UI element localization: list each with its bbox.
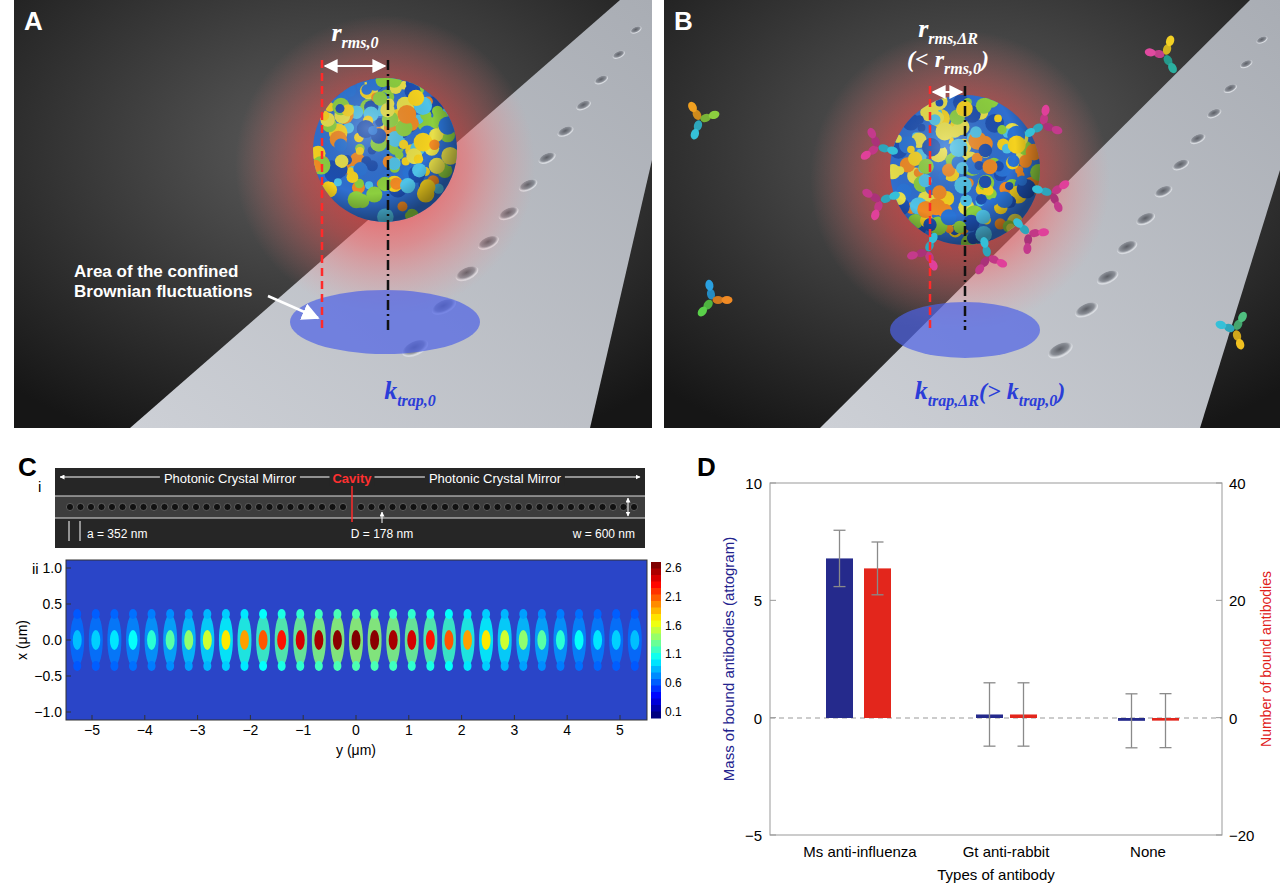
sem-image — [55, 468, 645, 548]
sem-image-panel: Photonic Crystal Mirror Cavity Photonic Cr… — [55, 468, 645, 548]
panel-letter: D — [697, 452, 716, 483]
field-map — [66, 560, 661, 720]
colorbar-label: 2.6 — [665, 561, 682, 575]
tick-label: −5 — [745, 826, 762, 843]
axis-title: Number of bound antibodies — [1258, 571, 1274, 747]
tick-label: 0 — [754, 709, 762, 726]
region-label: Photonic Crystal Mirror — [425, 471, 565, 486]
category-label: None — [1130, 843, 1166, 860]
text-line: A — [24, 6, 43, 37]
tick-label: 40 — [1229, 475, 1246, 492]
axis-title: x (μm) — [14, 620, 30, 660]
text-line: w = 600 nm — [573, 524, 635, 542]
panel-a-illustration — [14, 0, 652, 428]
tick-label: −2 — [242, 722, 258, 738]
colorbar-label: 0.1 — [665, 705, 682, 719]
tick-label: 4 — [563, 722, 571, 738]
dimension-label: w = 600 nm — [573, 527, 635, 541]
panel-letter: A — [24, 6, 43, 36]
sub-panel-label: i — [38, 478, 41, 495]
text-line: rrms,ΔR — [918, 14, 978, 48]
tick-label: −3 — [190, 722, 206, 738]
tick-label: 20 — [1229, 592, 1246, 609]
category-label: Gt anti-rabbit — [963, 843, 1050, 860]
tick-label: 5 — [754, 592, 762, 609]
axis-title: Mass of bound antibodies (attogram) — [720, 537, 737, 781]
tick-label: −1.0 — [34, 704, 62, 720]
category-label: Ms anti-influenza — [803, 843, 916, 860]
subscript: trap,ΔR — [928, 392, 979, 409]
tick-label: 10 — [745, 475, 762, 492]
panel-a: Arrms,0Area of the confined Brownian flu… — [14, 0, 652, 428]
text-line: ktrap,0 — [384, 376, 436, 410]
subscript: trap,0 — [1019, 392, 1058, 409]
text-line: Cavity — [329, 469, 374, 487]
symbol-label: (< r — [907, 46, 944, 72]
annotation: Area of the confined Brownian fluctuatio… — [74, 262, 253, 301]
text-line: D = 178 nm — [351, 524, 413, 542]
colorbar-label: 0.6 — [665, 676, 682, 690]
panel-b-illustration — [664, 0, 1280, 428]
subscript: trap,0 — [397, 392, 436, 409]
region-label: Photonic Crystal Mirror — [160, 471, 300, 486]
axis-title: Types of antibody — [937, 866, 1055, 883]
dimension-label: D = 178 nm — [351, 527, 413, 541]
tick-label: 3 — [510, 722, 518, 738]
symbol-label: ) — [1057, 378, 1065, 404]
symbol-label: k — [384, 376, 397, 405]
tick-label: 1 — [405, 722, 413, 738]
colorbar-label: 1.1 — [665, 647, 682, 661]
symbol-label: (> k — [979, 378, 1019, 404]
symbol-label: r — [331, 18, 341, 47]
tick-label: −4 — [137, 722, 153, 738]
tick-label: −20 — [1229, 826, 1254, 843]
tick-label: 0.0 — [43, 632, 62, 648]
bar-chart — [770, 483, 1222, 835]
text-line: Area of the confined Brownian fluctuatio… — [74, 262, 289, 302]
text-line: Photonic Crystal Mirror — [425, 469, 565, 487]
tick-label: −5 — [84, 722, 100, 738]
panel-letter: B — [674, 6, 693, 36]
text-line: a = 352 nm — [87, 524, 147, 542]
tick-label: 5 — [616, 722, 624, 738]
text-line: (< rrms,0) — [907, 46, 989, 78]
tick-label: 0 — [1229, 709, 1237, 726]
text-line: rrms,0 — [331, 18, 378, 52]
tick-label: −1 — [295, 722, 311, 738]
sub-panel-label: ii — [32, 560, 39, 577]
colorbar-label: 1.6 — [665, 619, 682, 633]
tick-label: 0 — [352, 722, 360, 738]
colorbar-label: 2.1 — [665, 590, 682, 604]
symbol-label: ) — [981, 46, 989, 72]
subscript: rms,0 — [342, 34, 379, 51]
tick-label: −0.5 — [34, 668, 62, 684]
panel-letter: C — [18, 452, 37, 483]
tick-label: 1.0 — [43, 560, 62, 576]
panel-b: Brrms,ΔR(< rrms,0)ktrap,ΔR(> ktrap,0) — [664, 0, 1280, 428]
subscript: rms,0 — [944, 60, 981, 77]
axis-title: y (μm) — [336, 742, 376, 758]
subscript: rms,ΔR — [928, 30, 978, 47]
dimension-label: a = 352 nm — [87, 527, 147, 541]
symbol-label: k — [915, 376, 928, 405]
symbol-label: r — [918, 14, 928, 43]
text-line: Photonic Crystal Mirror — [160, 469, 300, 487]
tick-label: 2 — [458, 722, 466, 738]
text-line: B — [674, 6, 693, 37]
text-line: ktrap,ΔR(> ktrap,0) — [915, 376, 1066, 410]
tick-label: 0.5 — [43, 596, 62, 612]
cavity-label: Cavity — [329, 471, 374, 486]
